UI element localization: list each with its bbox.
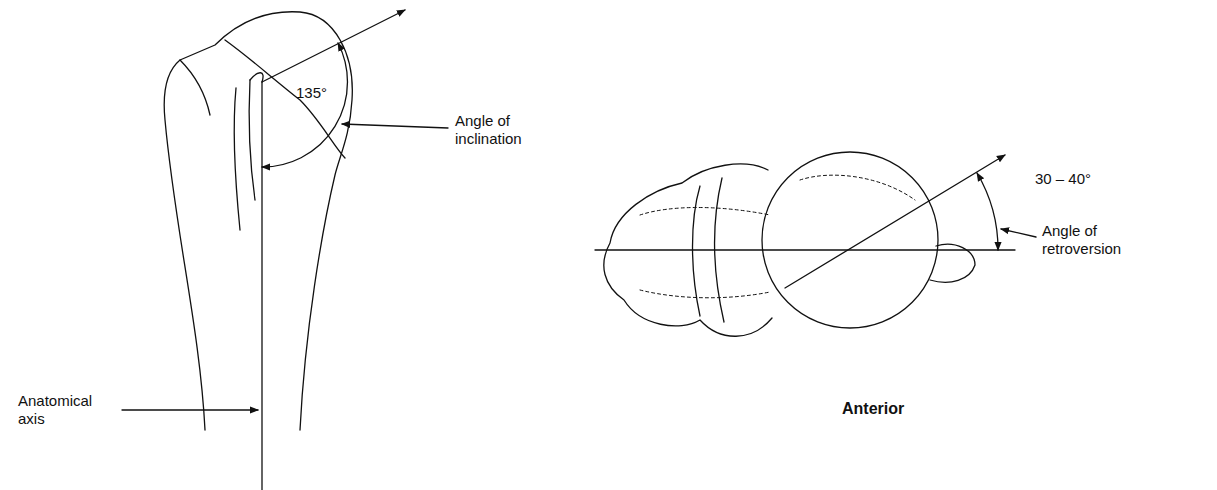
bicipital-groove bbox=[693, 186, 701, 316]
humeral-head bbox=[762, 152, 938, 328]
leader-line bbox=[1001, 229, 1036, 237]
angle-label: Angle of inclination bbox=[455, 112, 565, 148]
bicipital-groove bbox=[234, 88, 240, 230]
head-axis-arrow bbox=[262, 10, 405, 82]
bicipital-groove bbox=[249, 80, 255, 200]
view-label: Anterior bbox=[842, 400, 962, 418]
angle-label: Angle of retroversion bbox=[1042, 222, 1172, 258]
reference-line bbox=[595, 249, 1015, 250]
angle-value: 135° bbox=[296, 84, 356, 102]
axis-label: Anatomical axis bbox=[18, 392, 118, 428]
leader-line bbox=[342, 124, 448, 128]
head-axis-arrow bbox=[785, 155, 1005, 288]
angle-value: 30 – 40° bbox=[1035, 170, 1145, 188]
leader-line bbox=[122, 409, 258, 410]
inclination-arc bbox=[262, 43, 347, 167]
lesser-tuberosity-line bbox=[250, 73, 263, 82]
greater-tuberosity-line bbox=[180, 60, 210, 115]
retroversion-arc bbox=[977, 173, 998, 250]
anatomical-axis-line bbox=[261, 82, 262, 490]
humerus-outline bbox=[164, 12, 352, 430]
hidden-edge bbox=[640, 175, 915, 298]
